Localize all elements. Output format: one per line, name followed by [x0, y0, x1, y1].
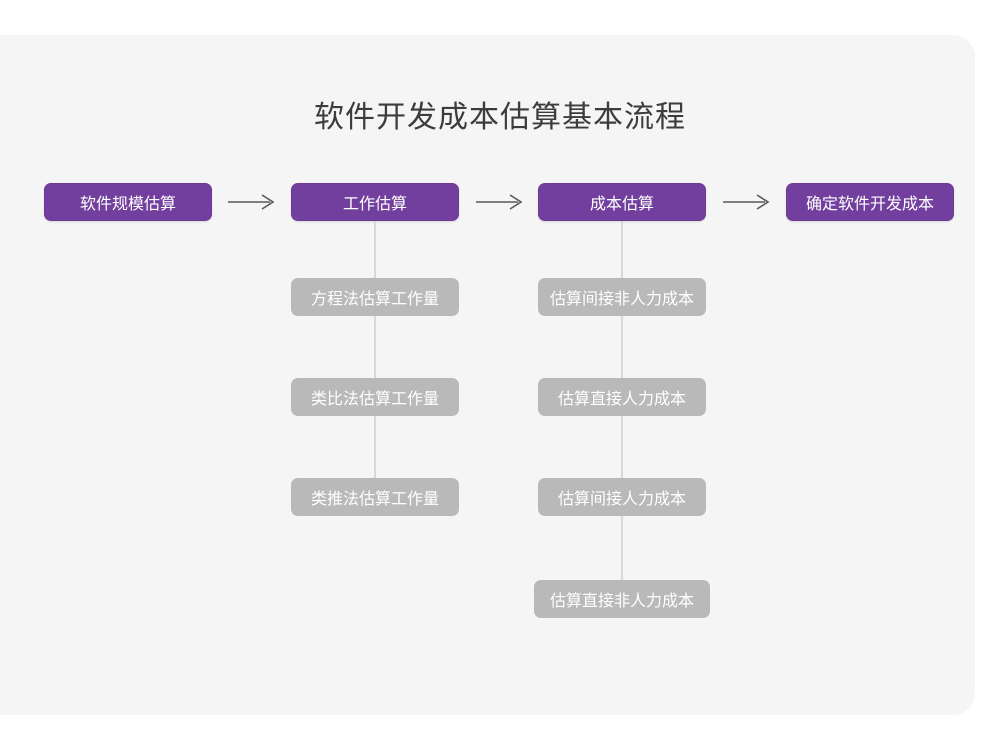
- branch-node-direct-nonlabor-cost[interactable]: 估算直接非人力成本: [534, 580, 710, 618]
- page-title: 软件开发成本估算基本流程: [314, 101, 686, 134]
- diagram-card: [0, 35, 975, 715]
- flow-node-cost-estimation[interactable]: 成本估算: [538, 183, 706, 221]
- connector-work-branch: [374, 221, 376, 478]
- branch-node-inference-method-workload[interactable]: 类推法估算工作量: [291, 478, 459, 516]
- branch-node-indirect-labor-cost[interactable]: 估算间接人力成本: [538, 478, 706, 516]
- flow-node-software-scale-estimation[interactable]: 软件规模估算: [44, 183, 212, 221]
- branch-node-analogy-method-workload[interactable]: 类比法估算工作量: [291, 378, 459, 416]
- branch-node-equation-method-workload[interactable]: 方程法估算工作量: [291, 278, 459, 316]
- arrow-2-icon: [476, 192, 524, 212]
- arrow-1-icon: [228, 192, 276, 212]
- flow-node-determine-development-cost[interactable]: 确定软件开发成本: [786, 183, 954, 221]
- branch-node-indirect-nonlabor-cost[interactable]: 估算间接非人力成本: [538, 278, 706, 316]
- branch-node-direct-labor-cost[interactable]: 估算直接人力成本: [538, 378, 706, 416]
- arrow-3-icon: [723, 192, 771, 212]
- flow-node-work-estimation[interactable]: 工作估算: [291, 183, 459, 221]
